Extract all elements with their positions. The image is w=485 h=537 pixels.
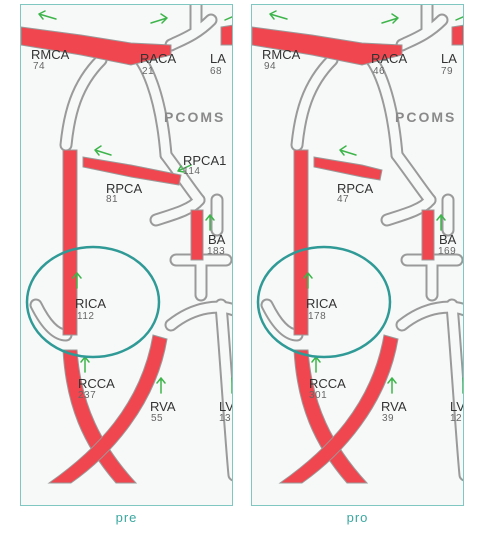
ba-value: 169 [438, 246, 457, 257]
rica-highlight-circle [25, 245, 161, 359]
panel-caption-pro: pro [346, 510, 369, 525]
arrow-icon [269, 10, 288, 20]
rcca-value: 301 [309, 390, 328, 401]
arrow-icon [156, 377, 166, 394]
ba-vessel [421, 209, 435, 261]
rmca-value: 74 [33, 61, 46, 72]
panel-caption-pre: pre [115, 510, 138, 525]
rmca-vessel [21, 26, 172, 66]
ba-label: BA [208, 232, 226, 247]
arrow-icon [177, 164, 192, 173]
rcca-label: RCCA [309, 376, 346, 391]
arrow-icon [224, 16, 232, 21]
rva-label: RVA [381, 399, 407, 414]
rpca-vessel [313, 156, 383, 181]
rcca-vessel [62, 349, 138, 484]
lv-value: 13 [219, 413, 232, 424]
diagram-panel-pro: RMCA 94 RACA 46 LA 79 PCOMS RPCA 47 BA 1… [251, 4, 464, 506]
rpca-label: RPCA [106, 181, 143, 196]
la-value: 79 [441, 66, 454, 77]
arrow-icon [94, 145, 112, 156]
arrow-icon [38, 10, 57, 20]
rva-vessel [278, 334, 399, 484]
ba-value: 183 [207, 246, 226, 257]
rica-highlight-circle [256, 245, 392, 359]
rva-vessel [47, 334, 168, 484]
la-value: 68 [210, 66, 223, 77]
rica-value: 178 [308, 311, 327, 322]
raca-label: RACA [140, 51, 177, 66]
rmca-vessel [252, 26, 403, 66]
arrow-icon [80, 356, 90, 373]
vessel-network [252, 5, 463, 484]
rpca-value: 81 [106, 194, 119, 205]
raca-value: 46 [373, 66, 386, 77]
arrow-icon [205, 214, 215, 231]
la-vessel [220, 24, 232, 46]
rpca1-label: RPCA1 [183, 153, 227, 168]
lv-label: LV [219, 399, 233, 414]
la-label: LA [210, 51, 226, 66]
ba-vessel [190, 209, 204, 261]
rmca-value: 94 [264, 61, 277, 72]
raca-value: 21 [142, 66, 155, 77]
rcca-value: 237 [78, 390, 97, 401]
arrow-icon [303, 272, 313, 289]
la-label: LA [441, 51, 457, 66]
arrow-icon [381, 13, 399, 24]
rpca-vessel [82, 156, 182, 186]
pcoms-label: PCOMS [164, 109, 226, 125]
arrow-icon [387, 377, 397, 394]
arrow-icon [311, 356, 321, 373]
lv-value: 12 [450, 413, 463, 424]
rmca-label: RMCA [262, 47, 301, 62]
arrow-icon [150, 13, 168, 24]
la-vessel [451, 24, 463, 46]
rpca-label: RPCA [337, 181, 374, 196]
arrow-icon [455, 16, 463, 21]
rica-vessel [62, 149, 78, 336]
arrow-icon [436, 214, 446, 231]
rva-label: RVA [150, 399, 176, 414]
diagram-panel-pre: RMCA 74 RACA 21 LA 68 PCOMS RPCA1 114 RP… [20, 4, 233, 506]
lv-label: LV [450, 399, 464, 414]
rmca-label: RMCA [31, 47, 70, 62]
arrow-icon [72, 272, 82, 289]
raca-label: RACA [371, 51, 408, 66]
rpca1-value: 114 [183, 166, 201, 177]
rcca-vessel [293, 349, 369, 484]
rica-vessel [293, 149, 309, 336]
rica-label: RICA [75, 296, 107, 311]
rva-value: 39 [382, 413, 395, 424]
rica-value: 112 [77, 311, 95, 322]
arrow-icon [339, 145, 357, 156]
rcca-label: RCCA [78, 376, 115, 391]
ba-label: BA [439, 232, 457, 247]
rva-value: 55 [151, 413, 164, 424]
vessel-network [21, 5, 232, 484]
rpca-value: 47 [337, 194, 350, 205]
rica-label: RICA [306, 296, 338, 311]
pcoms-label: PCOMS [395, 109, 457, 125]
